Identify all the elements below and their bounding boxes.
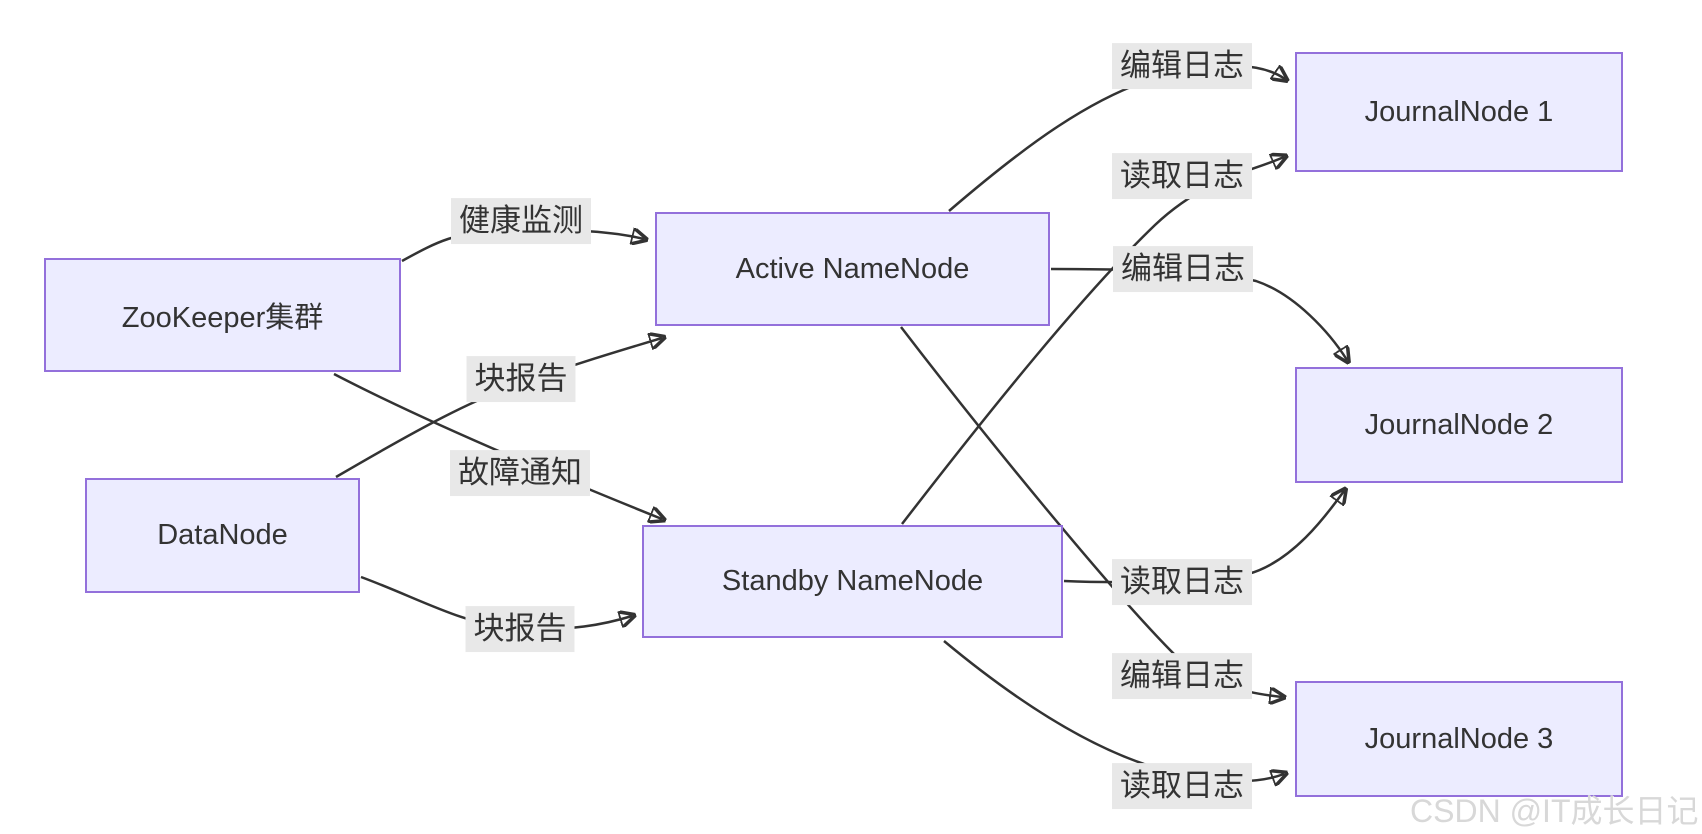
edge-label-edit-log-jn3: 编辑日志 (1112, 653, 1252, 699)
node-zookeeper-cluster: ZooKeeper集群 (44, 258, 401, 372)
edge-label-edit-log-jn2: 编辑日志 (1113, 246, 1253, 292)
node-active-namenode: Active NameNode (655, 212, 1050, 326)
node-zookeeper-cluster-label: ZooKeeper集群 (121, 302, 324, 334)
edge-label-block-report-active: 块报告 (466, 356, 576, 402)
node-journalnode-3: JournalNode 3 (1295, 681, 1623, 797)
edge-label-read-log-jn1: 读取日志 (1112, 153, 1252, 199)
node-journalnode-1: JournalNode 1 (1295, 52, 1623, 172)
watermark: CSDN @IT成长日记 (1410, 793, 1699, 829)
node-active-namenode-label: Active NameNode (735, 252, 970, 285)
node-datanode: DataNode (85, 478, 360, 593)
node-standby-namenode-label: Standby NameNode (721, 565, 984, 597)
node-standby-namenode: Standby NameNode (642, 525, 1063, 638)
edge-zookeeper-to-standby-line (333, 372, 662, 519)
node-datanode-label: DataNode (157, 519, 288, 551)
node-journalnode-3-label: JournalNode 3 (1364, 722, 1554, 755)
edge-label-block-report-standby: 块报告 (465, 606, 575, 652)
node-journalnode-2-label: JournalNode 2 (1364, 408, 1554, 441)
edge-label-read-log-jn2: 读取日志 (1112, 559, 1252, 605)
edge-label-failure-notification: 故障通知 (450, 450, 590, 496)
edge-label-edit-log-jn1: 编辑日志 (1112, 43, 1252, 89)
node-journalnode-1-label: JournalNode 1 (1364, 95, 1554, 128)
edge-label-read-log-jn3: 读取日志 (1112, 763, 1252, 809)
edge-active-to-jn3-line (900, 326, 1282, 697)
node-journalnode-2: JournalNode 2 (1295, 367, 1623, 483)
edge-label-health-monitoring: 健康监测 (451, 198, 591, 244)
